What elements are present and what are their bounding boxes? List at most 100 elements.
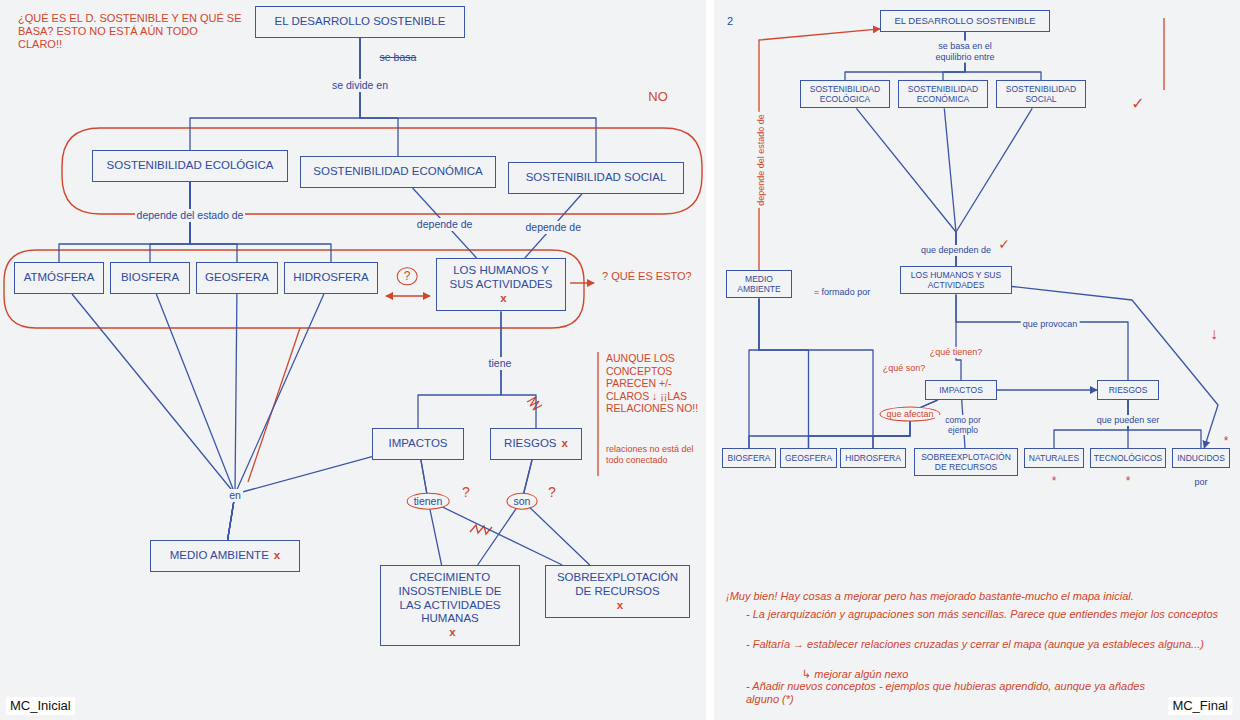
- link-label-holder: son: [507, 491, 538, 510]
- link-label: depende del estado de: [756, 112, 767, 208]
- concept-box: ATMÓSFERA: [14, 262, 104, 294]
- page-number-holder: 2: [725, 11, 735, 29]
- annotation: ? QUÉ ES ESTO?: [600, 270, 694, 283]
- concept-label: BIOSFERA: [728, 453, 771, 463]
- link-label-holder: se divide en: [330, 75, 390, 93]
- connector: [944, 108, 956, 266]
- feedback-holder: - La jerarquización y agrupaciones son m…: [744, 604, 1222, 622]
- concept-box: SOSTENIBILIDAD ECOLÓGICA: [92, 150, 288, 182]
- annotation: AUNQUE LOS CONCEPTOS PARECEN +/- CLAROS …: [604, 352, 702, 415]
- concept-label: SOBREEXPLOTACIÓN DE RECURSOS: [552, 571, 683, 599]
- concept-label: SOSTENIBILIDAD ECONÓMICA: [313, 165, 482, 179]
- concept-label: ATMÓSFERA: [24, 271, 95, 285]
- link-label: = formado por: [812, 287, 872, 298]
- asterisk-mark-holder: *: [1222, 431, 1231, 449]
- connector: [749, 298, 759, 448]
- annotation: relaciones no está del todo conectado: [604, 444, 702, 466]
- link-label-holder: tienen: [407, 491, 450, 510]
- concept-label: SOSTENIBILIDAD ECOLÓGICA: [107, 159, 274, 173]
- red-bracket: [597, 352, 598, 476]
- concept-box: MEDIO AMBIENTE x: [150, 540, 300, 572]
- link-label: como por ejemplo: [935, 415, 991, 435]
- connector: [228, 294, 237, 540]
- annotation-holder: NO: [646, 87, 670, 105]
- link-label: depende de: [415, 218, 474, 231]
- error-mark: x: [274, 549, 280, 563]
- concept-label: LOS HUMANOS Y SUS ACTIVIDADES: [443, 264, 559, 292]
- link-label: que pueden ser: [1095, 415, 1162, 426]
- feedback-holder: - Faltaría → establecer relaciones cruza…: [744, 634, 1222, 652]
- annotation-holder: ↓: [1208, 324, 1220, 343]
- concept-box: EL DESARROLLO SOSTENIBLE: [880, 10, 1050, 32]
- concept-label: SOBREEXPLOTACIÓN DE RECURSOS: [918, 452, 1014, 472]
- concept-label: RIESGOS: [504, 437, 556, 451]
- connector: [59, 182, 190, 262]
- concept-box: LOS HUMANOS Y SUS ACTIVIDADESx: [436, 258, 566, 311]
- feedback: - La jerarquización y agrupaciones son m…: [744, 608, 1220, 621]
- connector: [418, 311, 501, 428]
- concept-label: IMPACTOS: [389, 437, 448, 451]
- link-label-holder: se basa en el equilibrio entre: [917, 41, 1013, 64]
- concept-box: BIOSFERA: [110, 262, 190, 294]
- concept-box: SOBREEXPLOTACIÓN DE RECURSOS: [914, 448, 1018, 476]
- concept-box: SOSTENIBILIDAD ECONÓMICA: [898, 80, 988, 108]
- connector: [360, 38, 596, 162]
- asterisk-mark-holder: *: [1124, 471, 1133, 489]
- connector: [759, 298, 809, 448]
- connector: [956, 294, 1128, 380]
- feedback-holder: ¡Muy bien! Hay cosas a mejorar pero has …: [724, 586, 1229, 604]
- concept-box: IMPACTOS: [372, 428, 464, 460]
- concept-box: SOBREEXPLOTACIÓN DE RECURSOSx: [545, 565, 690, 618]
- link-label-holder: ¿qué tienen?: [928, 341, 985, 359]
- feedback-holder: - Añadir nuevos conceptos - ejemplos que…: [744, 680, 1164, 707]
- concept-label: GEOSFERA: [205, 271, 269, 285]
- annotation-holder: ¿qué son?: [881, 357, 928, 375]
- concept-label: SOSTENIBILIDAD ECOLÓGICA: [804, 84, 886, 104]
- annotation-holder: ¿QUÉ ES EL D. SOSTENIBLE Y EN QUÉ SE BAS…: [16, 12, 244, 52]
- red-margin-line: [1163, 18, 1164, 90]
- link-label: tienen: [407, 493, 450, 510]
- annotation-holder: AUNQUE LOS CONCEPTOS PARECEN +/- CLAROS …: [604, 352, 702, 416]
- concept-box: SOSTENIBILIDAD SOCIAL: [996, 80, 1086, 108]
- red-arrow: [570, 282, 594, 283]
- link-word: por: [1192, 477, 1209, 488]
- connector: [856, 108, 956, 266]
- link-label: depende de: [524, 221, 583, 234]
- concept-box: RIESGOS: [1097, 380, 1159, 400]
- red-squiggle: [527, 397, 542, 410]
- link-label-holder: depende del estado de: [750, 112, 768, 208]
- concept-box: GEOSFERA: [196, 262, 278, 294]
- link-label-holder: que afectan: [879, 403, 940, 422]
- connector: [413, 188, 477, 258]
- link-label-holder: como por ejemplo: [935, 415, 991, 437]
- link-label-holder: = formado por: [812, 281, 872, 299]
- error-mark: x: [617, 599, 623, 613]
- concept-box: RIESGOSx: [490, 428, 582, 460]
- connector: [956, 294, 961, 380]
- concept-box: GEOSFERA: [780, 448, 837, 468]
- connector: [956, 108, 1032, 266]
- annotation-holder: ? QUÉ ES ESTO?: [600, 266, 700, 284]
- link-label-holder: en: [227, 485, 243, 503]
- question-mark: ?: [397, 267, 418, 285]
- page-number: 2: [725, 15, 735, 28]
- concept-label: IMPACTOS: [939, 385, 983, 395]
- error-mark: x: [500, 292, 506, 306]
- concept-box: CRECIMIENTO INSOSTENIBLE DE LAS ACTIVIDA…: [380, 565, 520, 646]
- link-label-holder: que pueden ser: [1095, 409, 1162, 427]
- concept-label: TECNOLÓGICOS: [1094, 453, 1162, 463]
- concept-label: RIESGOS: [1109, 385, 1148, 395]
- check-mark-holder: ✓: [1129, 94, 1146, 113]
- concept-box: INDUCIDOS: [1172, 448, 1230, 468]
- concept-label: MEDIO AMBIENTE: [170, 549, 269, 563]
- struck-link-word-holder: se basa: [378, 47, 419, 65]
- link-label: tiene: [487, 357, 514, 370]
- paper-sheet: [0, 0, 706, 720]
- question-mark: ?: [546, 484, 558, 501]
- connector: [478, 460, 532, 565]
- paper-sheet: [714, 0, 1240, 720]
- concept-box: HIDROSFERA: [840, 448, 906, 468]
- link-label-holder: depende del estado de: [130, 205, 250, 223]
- connector: [1012, 287, 1218, 449]
